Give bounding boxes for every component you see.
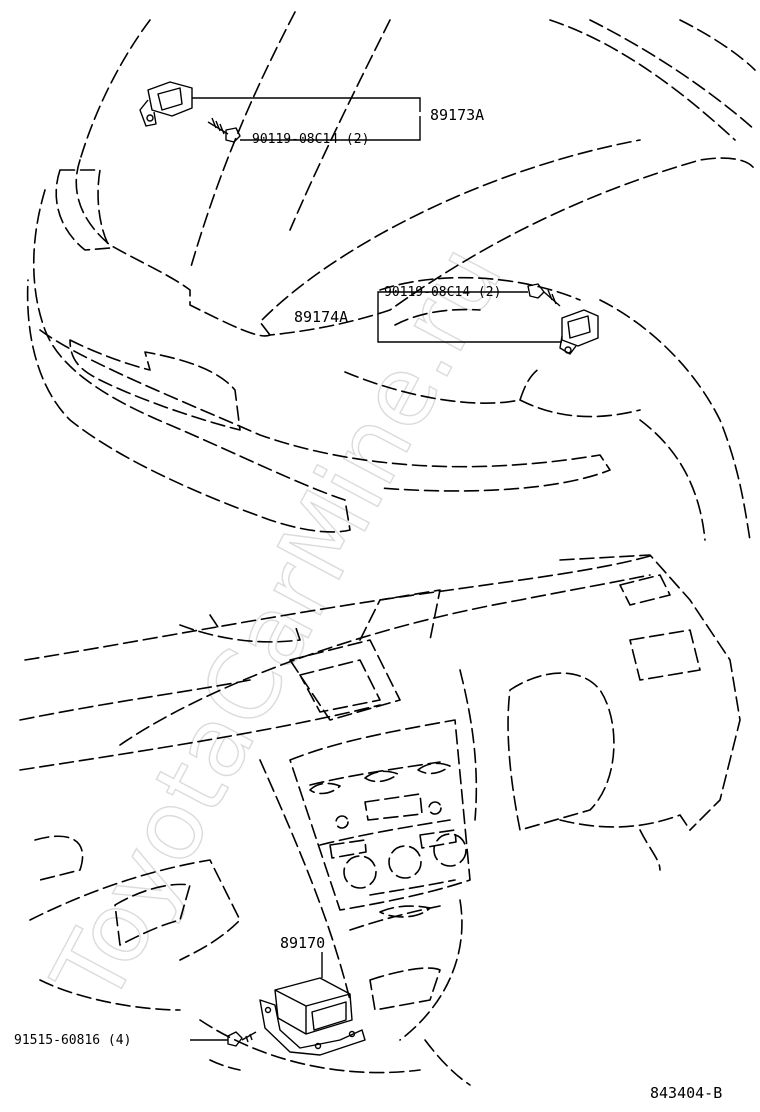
label-bolt-upper-left: 90119-08C14 (2)	[252, 132, 369, 147]
front-sensor-left	[139, 81, 193, 127]
dashboard-outline	[19, 554, 741, 1086]
airbag-ecu-bolt	[227, 1031, 257, 1047]
label-89174a: 89174A	[294, 308, 348, 326]
vehicle-front-outline	[26, 11, 756, 541]
diagram-number: 843404-B	[650, 1084, 722, 1102]
airbag-ecu	[259, 977, 366, 1056]
watermark-text: ToyotaCarMine.ru	[31, 228, 524, 1022]
label-ecu-bolt: 91515-60816 (4)	[14, 1033, 131, 1048]
front-sensor-right-bolt	[527, 283, 561, 307]
label-bolt-upper-right: 90119-08C14 (2)	[384, 285, 501, 300]
front-sensor-left-bolt	[207, 117, 241, 143]
leader-89173a	[192, 97, 421, 141]
leader-89174a	[377, 291, 562, 343]
front-sensor-right	[559, 309, 599, 355]
label-89173a: 89173A	[430, 106, 484, 124]
label-89170: 89170	[280, 934, 325, 952]
